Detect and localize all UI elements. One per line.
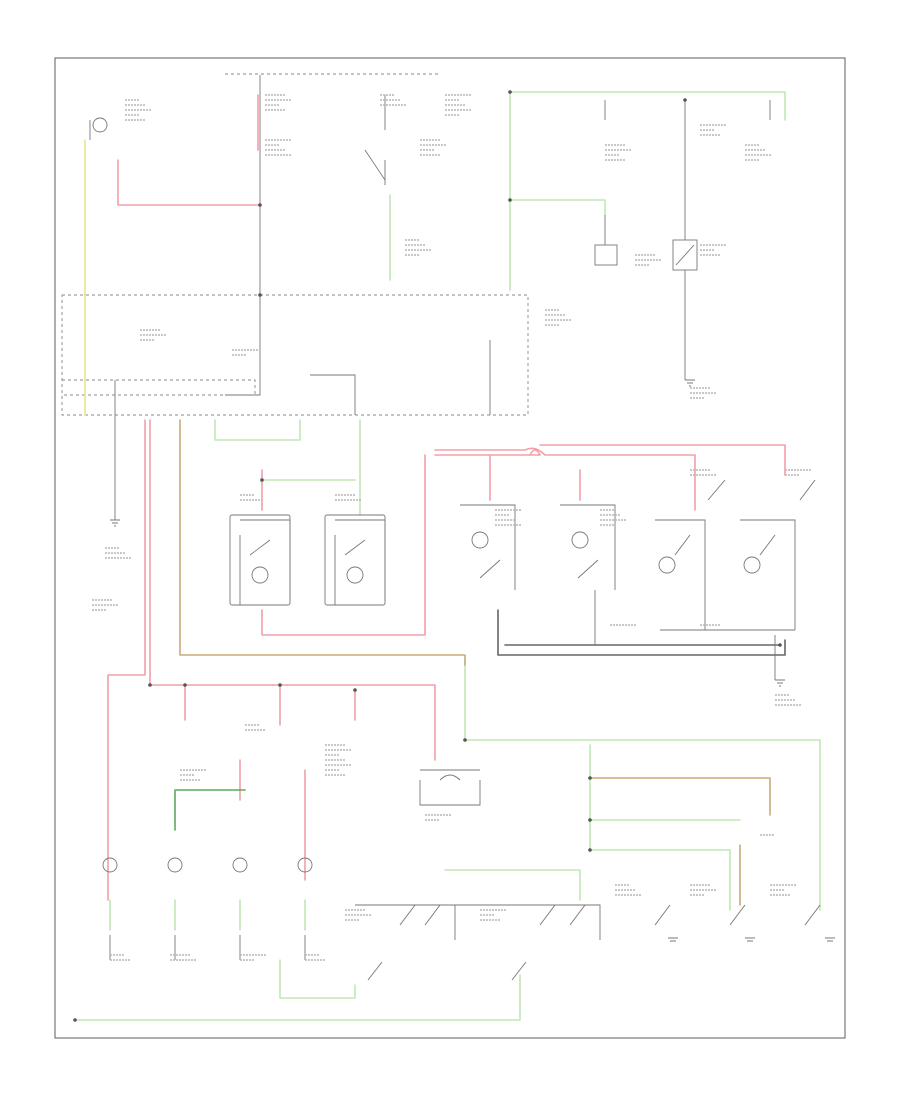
red-wire-2 — [107, 419, 146, 901]
splice-dot-3 — [683, 98, 687, 102]
splice-dot-12 — [260, 478, 264, 482]
splice-dot-15 — [73, 1018, 77, 1022]
splice-dot-0 — [258, 203, 262, 207]
illegible-label-marks — [92, 94, 811, 961]
green-wire-15 — [74, 974, 521, 1021]
components — [229, 239, 698, 781]
red-wire-12 — [434, 447, 696, 511]
tan-wire-1 — [589, 777, 771, 816]
switches — [249, 149, 821, 981]
black-wire-0 — [497, 609, 786, 656]
splice-dot-9 — [588, 776, 592, 780]
black-wires — [497, 609, 786, 656]
grounds — [110, 379, 835, 942]
splice-dot-5 — [183, 683, 187, 687]
red-wire-11 — [434, 444, 786, 476]
splice-dot-7 — [353, 688, 357, 692]
green-wire-0 — [509, 91, 786, 121]
green-wire-16 — [279, 959, 356, 999]
red-wire-3 — [149, 419, 436, 761]
splice-dot-11 — [588, 848, 592, 852]
module-boundary — [61, 294, 529, 416]
splice-dot-13 — [508, 90, 512, 94]
red-wire-10 — [261, 454, 426, 636]
splice-dot-14 — [778, 643, 782, 647]
red-wires — [107, 94, 786, 901]
green-wire-7 — [464, 659, 821, 911]
splice-dot-10 — [588, 818, 592, 822]
bulbs — [92, 117, 761, 873]
diagram-border — [54, 57, 846, 1039]
splice-dot-8 — [463, 738, 467, 742]
green-wire-2 — [509, 199, 606, 216]
green-wire-8 — [589, 744, 731, 911]
red-wire-0 — [117, 159, 261, 206]
splice-dot-6 — [278, 683, 282, 687]
splice-dot-1 — [258, 293, 262, 297]
dark-green-wires — [174, 789, 246, 831]
green-wire-4 — [214, 419, 301, 441]
splice-dot-4 — [148, 683, 152, 687]
grey-wires — [89, 75, 796, 960]
tan-wires — [179, 419, 771, 906]
green-wires — [74, 91, 821, 1021]
green-wire-10 — [444, 869, 581, 901]
splice-points — [73, 90, 782, 1022]
hot-at-bus — [68, 73, 528, 296]
tan-wire-0 — [179, 419, 466, 666]
splice-dot-2 — [508, 198, 512, 202]
dkgreen-wire-0 — [174, 789, 246, 831]
